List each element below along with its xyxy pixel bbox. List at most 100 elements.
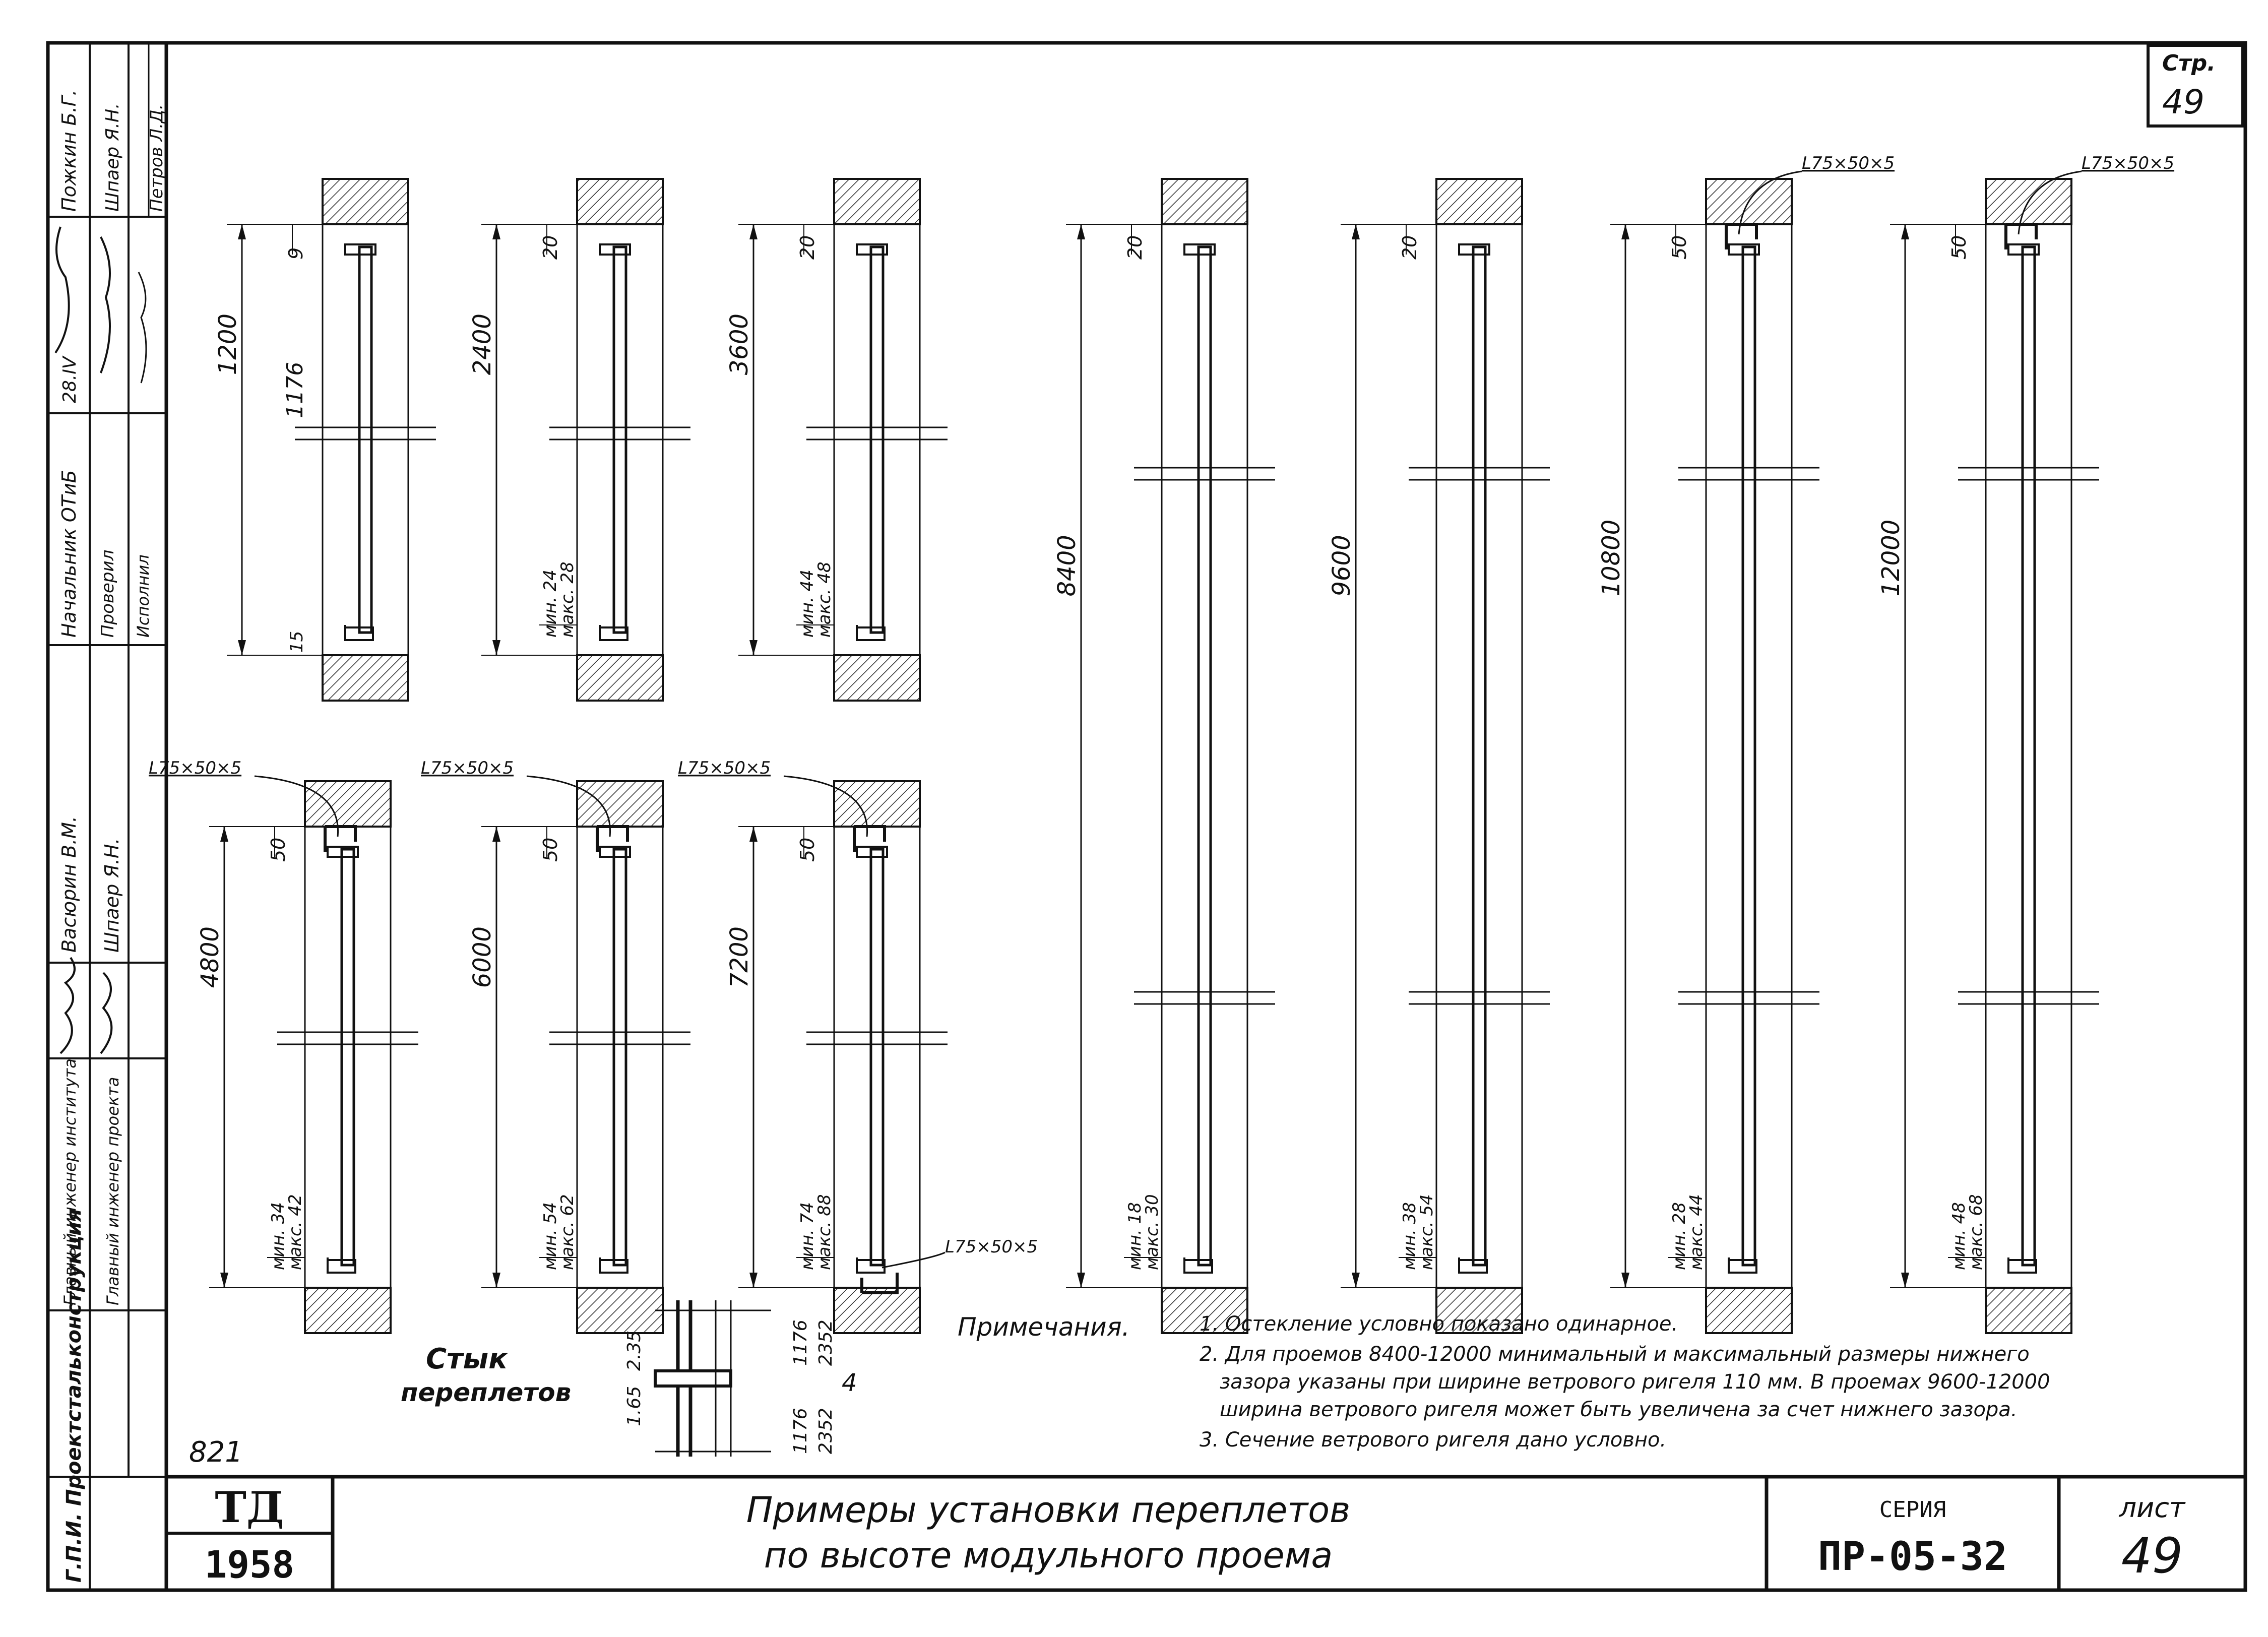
gap-max-label: макс. 68 [1966, 1194, 1986, 1270]
stamp-role-5: Главный инженер проекта [103, 1077, 122, 1305]
notes: Примечания. 1. Остекление условно показа… [958, 1312, 2050, 1452]
series-value: ПР-05-32 [1818, 1534, 2007, 1580]
signature-4 [59, 957, 76, 1054]
angle-callout: L75×50×5 [2082, 153, 2174, 173]
joint-dim-6: 1176 [790, 1408, 811, 1454]
bottom-bracket [1458, 1257, 1488, 1274]
angle-section [2004, 223, 2038, 249]
sash-frame [1197, 245, 1212, 1267]
gap-max-label: макс. 42 [285, 1194, 305, 1270]
overall-height-label: 6000 [468, 926, 496, 988]
angle-section [324, 825, 357, 852]
overall-height-label: 8400 [1053, 535, 1081, 596]
gap-max-label: макс. 30 [1142, 1194, 1162, 1270]
title-line-1: Примеры установки переплетов [746, 1489, 1351, 1531]
callout-leader [1738, 170, 1802, 235]
sash-frame [612, 848, 627, 1267]
overall-height-label: 7200 [725, 926, 753, 988]
joint-dim-1: 2.35 [624, 1331, 645, 1371]
note-line-2: 2. Для проемов 8400-12000 минимальный и … [1200, 1343, 2030, 1366]
callout-leader [881, 1251, 946, 1269]
gap-max-label: макс. 28 [557, 561, 578, 638]
sash-frame [340, 848, 355, 1267]
top-gap-label: 50 [1668, 235, 1690, 260]
stamp-date: 28.IV [59, 355, 80, 403]
side-stamp: Пожкин Б.Г. Шпаер Я.Н. Петров Л.Д. 28.IV… [48, 43, 167, 1590]
note-line-1: 1. Остекление условно показано одинарное… [1200, 1312, 1678, 1336]
sash-frame [1472, 245, 1487, 1267]
joint-dim-5: 4 [842, 1369, 857, 1397]
bottom-bracket [856, 1257, 886, 1274]
overall-height-label: 9600 [1328, 535, 1356, 596]
bottom-bracket [599, 625, 628, 641]
angle-callout: L75×50×5 [678, 758, 771, 778]
wall-bottom [576, 654, 664, 702]
top-bracket [344, 243, 376, 256]
top-bracket [856, 846, 888, 858]
signature-2 [100, 236, 111, 373]
angle-section [853, 825, 886, 852]
gap-min-label: мин. 24 [540, 570, 560, 638]
top-bracket [327, 846, 359, 858]
angle-section [1725, 223, 1758, 249]
signature-5 [100, 972, 113, 1054]
notes-heading: Примечания. [958, 1312, 1130, 1342]
top-gap-label: 50 [539, 838, 561, 862]
top-gap-label: 20 [796, 235, 818, 260]
angle-section [860, 1273, 899, 1294]
top-bracket [1458, 243, 1490, 256]
bottom-bracket [327, 1257, 356, 1274]
wall-top [1435, 178, 1523, 225]
stamp-role-2: Проверил [98, 550, 118, 638]
gap-min-label: мин. 74 [797, 1202, 817, 1270]
wall-bottom [576, 1287, 664, 1334]
joint-dim-7: 2352 [815, 1408, 836, 1454]
sheet-frame [46, 41, 2247, 1592]
joint-dim-4: 2352 [815, 1319, 836, 1366]
overall-height-label: 4800 [196, 926, 224, 988]
page-number-value: 49 [2162, 83, 2204, 121]
top-gap-label: 9 [285, 247, 307, 260]
sash-frame [1741, 245, 1756, 1267]
bottom-bracket [1728, 1257, 1757, 1274]
gap-min-label: мин. 18 [1125, 1202, 1145, 1270]
bottom-bracket [599, 1257, 628, 1274]
stamp-role-1: Начальник ОТиБ [58, 470, 80, 638]
series-label: СЕРИЯ [1879, 1497, 1946, 1523]
bottom-bracket [344, 625, 374, 641]
wall-top [833, 178, 921, 225]
top-gap-label: 20 [1399, 235, 1421, 260]
sheet-label: лист [2119, 1492, 2186, 1524]
gap-min-label: мин. 34 [268, 1202, 288, 1270]
title-block: 821 ТД 1958 Примеры установки переплетов… [166, 1436, 2245, 1590]
stamp-person-5: Шпаер Я.Н. [101, 838, 123, 953]
bottom-bracket [856, 625, 886, 641]
wall-top [322, 178, 409, 225]
overall-height-label: 10800 [1597, 520, 1625, 597]
wall-bottom [1985, 1287, 2072, 1334]
wall-bottom [322, 654, 409, 702]
bottom-bracket [1183, 1257, 1213, 1274]
sash-frame [2021, 245, 2036, 1267]
top-gap-label: 50 [1948, 235, 1970, 260]
note-line-3: зазора указаны при ширине ветрового риге… [1220, 1370, 2050, 1394]
stamp-person-4: Васюрин В.М. [58, 816, 80, 953]
angle-callout: L75×50×5 [149, 758, 241, 778]
note-line-4: ширина ветрового ригеля может быть увели… [1220, 1398, 2018, 1421]
top-gap-label: 20 [1124, 235, 1146, 260]
angle-callout-bottom: L75×50×5 [945, 1237, 1038, 1257]
overall-height-label: 2400 [468, 313, 496, 375]
callout-leader [254, 775, 339, 837]
gap-min-label: мин. 44 [797, 570, 817, 638]
top-bracket [856, 243, 888, 256]
gap-min-label: мин. 54 [540, 1202, 560, 1270]
gap-min-label: мин. 38 [1400, 1202, 1420, 1270]
bottom-bracket [2007, 1257, 2037, 1274]
top-bracket [1728, 243, 1760, 256]
gap-max-label: макс. 88 [814, 1194, 835, 1270]
